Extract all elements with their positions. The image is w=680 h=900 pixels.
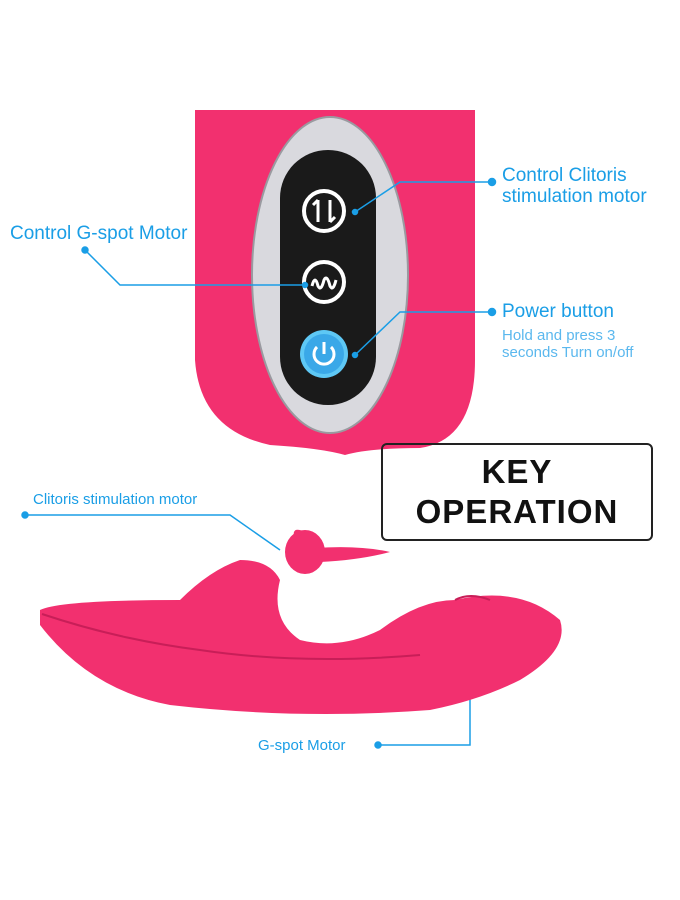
label-clitoris-motor: Clitoris stimulation motor (33, 491, 198, 508)
device-body (40, 560, 562, 714)
label-control-clitoris: Control Clitoris stimulation motor (502, 165, 647, 207)
label-control-gspot: Control G-spot Motor (10, 223, 188, 244)
label-line: Hold and press 3 (502, 327, 616, 344)
clitoris-stimulator (285, 530, 325, 574)
title-line: KEY (481, 453, 553, 490)
key-operation-title: KEY OPERATION (381, 443, 653, 541)
arrows-updown-icon[interactable] (302, 189, 346, 233)
label-power-hint: Hold and press 3 seconds Turn on/off (502, 327, 633, 361)
label-power-button: Power button (502, 301, 614, 322)
label-line: seconds Turn on/off (502, 344, 634, 361)
label-line: Control Clitoris (502, 165, 627, 186)
power-icon[interactable] (300, 330, 348, 378)
label-line: stimulation motor (502, 186, 647, 207)
label-gspot-motor: G-spot Motor (258, 737, 346, 754)
title-line: OPERATION (415, 493, 619, 530)
